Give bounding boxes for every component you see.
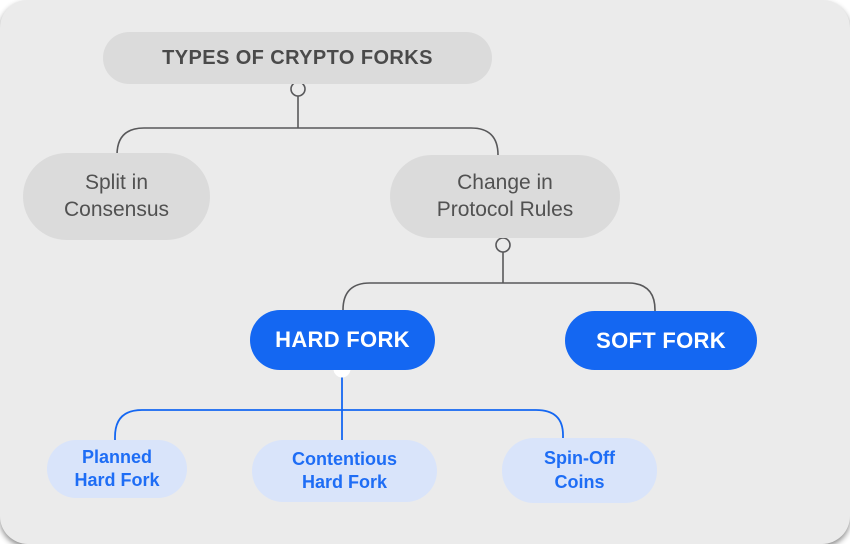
node-spin-off-coins-label: Spin-Off Coins bbox=[544, 448, 615, 492]
level3-branch-line bbox=[114, 409, 564, 441]
change-connector-dot bbox=[495, 237, 511, 253]
root-connector-dot bbox=[290, 81, 306, 97]
node-hard-fork: HARD FORK bbox=[250, 310, 435, 370]
level1-branch-line bbox=[116, 127, 499, 158]
node-planned-hard-fork-label: Planned Hard Fork bbox=[74, 446, 160, 490]
node-types-of-crypto-forks: TYPES OF CRYPTO FORKS bbox=[103, 32, 492, 84]
node-change-in-protocol-rules-label: Change in Protocol Rules bbox=[436, 171, 574, 221]
node-contentious-hard-fork-label: Contentious Hard Fork bbox=[292, 448, 397, 492]
node-planned-hard-fork: Planned Hard Fork bbox=[47, 440, 187, 498]
node-spin-off-coins: Spin-Off Coins bbox=[502, 438, 657, 503]
node-types-of-crypto-forks-label: TYPES OF CRYPTO FORKS bbox=[162, 46, 433, 69]
node-contentious-hard-fork: Contentious Hard Fork bbox=[252, 440, 437, 502]
node-split-in-consensus: Split in Consensus bbox=[23, 153, 210, 240]
node-change-in-protocol-rules: Change in Protocol Rules bbox=[390, 155, 620, 238]
node-soft-fork-label: SOFT FORK bbox=[596, 327, 726, 353]
level2-branch-line bbox=[342, 282, 656, 313]
node-split-in-consensus-label: Split in Consensus bbox=[63, 171, 170, 221]
node-hard-fork-label: HARD FORK bbox=[275, 327, 410, 352]
node-soft-fork: SOFT FORK bbox=[565, 311, 757, 370]
